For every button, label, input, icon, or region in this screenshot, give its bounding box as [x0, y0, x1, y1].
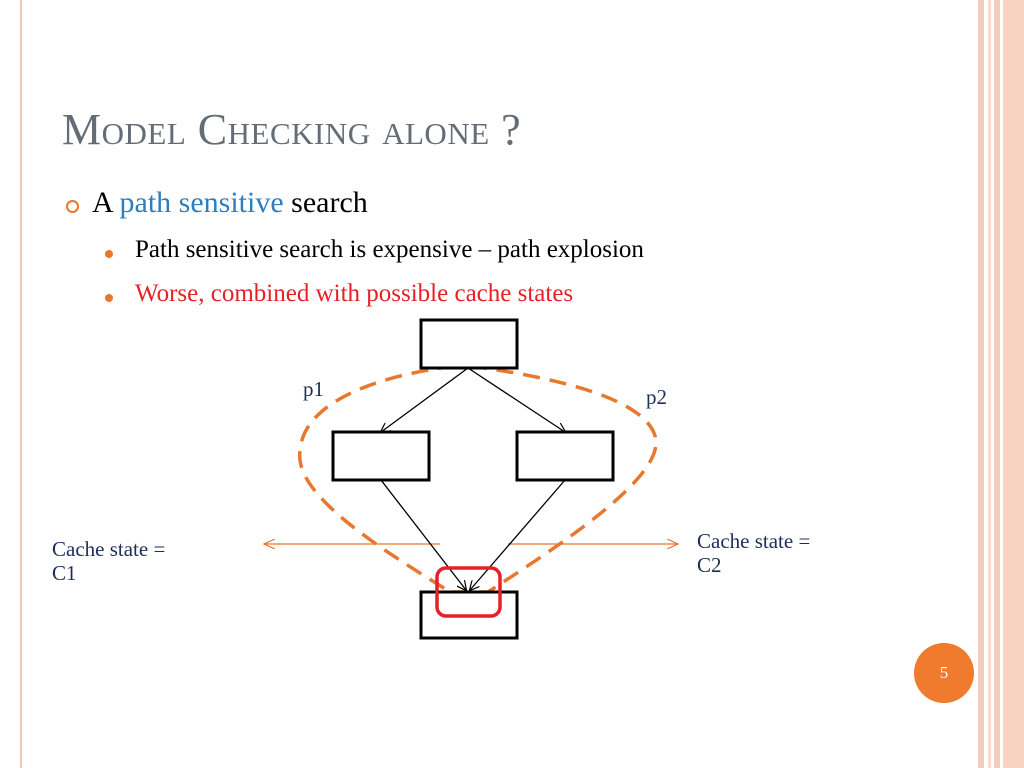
node-left [331, 430, 431, 482]
main-bullet-highlight: path sensitive [119, 186, 284, 219]
left-rule [20, 0, 22, 768]
ring-bullet-icon [66, 200, 79, 213]
node-right [515, 430, 615, 482]
page-number-badge: 5 [914, 643, 974, 703]
slide-title: Model Checking alone ? [62, 105, 522, 154]
cache-state-right: Cache state = C2 [697, 529, 811, 577]
edge-top-to-right [467, 367, 565, 432]
node-top [419, 318, 519, 370]
main-bullet-text: A path sensitive search [92, 186, 368, 220]
merge-highlight-box [435, 566, 502, 618]
sub-bullet-text: Path sensitive search is expensive – pat… [135, 236, 644, 263]
dot-bullet-icon [105, 294, 113, 302]
main-bullet-suffix: search [283, 186, 368, 219]
right-decor-band [1003, 0, 1024, 768]
path-label-p2: p2 [646, 385, 667, 409]
cache-state-left-line2: C1 [52, 560, 77, 585]
right-decor-band [988, 0, 991, 768]
edge-left-to-bottom [380, 479, 466, 590]
dot-bullet-icon [105, 250, 113, 258]
right-decor-band [994, 0, 1000, 768]
sub-bullet-text: Worse, combined with possible cache stat… [135, 280, 574, 307]
cache-state-left: Cache state = C1 [52, 537, 166, 585]
cache-state-left-line1: Cache state = [52, 537, 166, 561]
path-label-p1: p1 [303, 377, 324, 401]
cache-state-right-line1: Cache state = [697, 529, 811, 553]
edge-top-to-left [381, 367, 469, 432]
main-bullet-prefix: A [92, 186, 120, 219]
cache-state-right-line2: C2 [697, 552, 722, 577]
right-decor-band [978, 0, 984, 768]
edge-right-to-bottom [470, 479, 566, 590]
